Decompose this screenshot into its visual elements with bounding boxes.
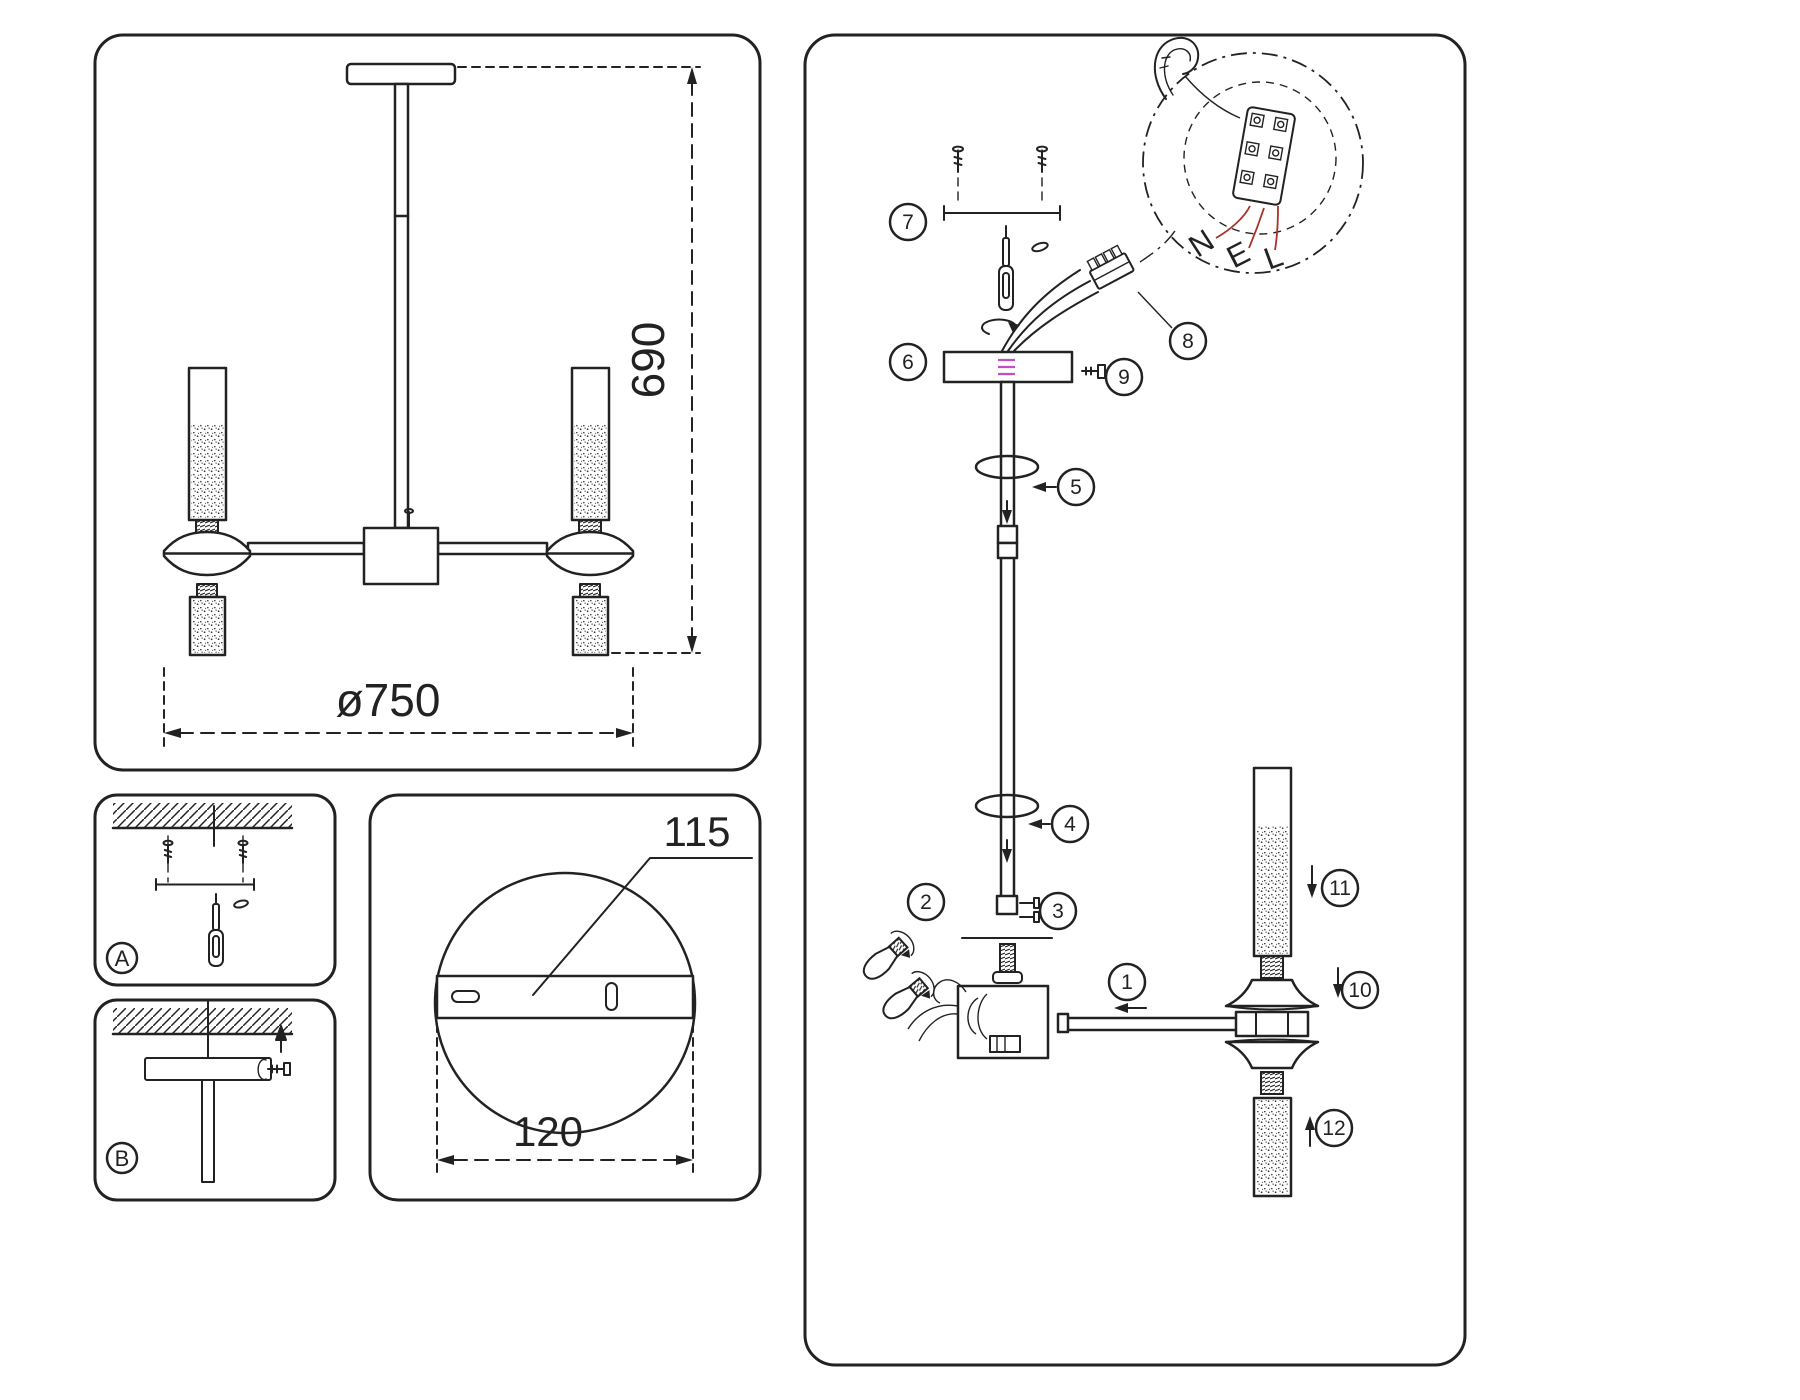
mounting-strap [155,878,255,891]
hole-spacing-label: 115 [664,808,731,855]
plate-width-label: 120 [513,1108,583,1155]
center-body [956,984,1050,1060]
step-9-label: 9 [1118,366,1130,389]
fixture-front-view [162,62,635,657]
arrow-step11 [1307,865,1317,898]
step-badge-11: 11 [1320,868,1360,908]
detail-b-drawing [111,1001,294,1183]
step-1-label: 1 [1121,971,1133,994]
hanging-rod [201,1079,215,1183]
ceiling-hatch [113,1008,292,1034]
screw-icon [237,839,249,864]
terminal-leads [1215,205,1279,251]
terminal-block [1232,106,1296,206]
arrow-step5 [1002,482,1057,524]
detail-a-badge: A [105,941,139,975]
step-badge-12: 12 [1314,1108,1354,1148]
screw-icon [162,839,174,864]
step-3-label: 3 [1052,900,1064,923]
step-badge-10: 10 [1340,970,1380,1010]
connector-icon [1086,244,1135,290]
center-body [362,526,440,586]
arm-hub [1234,1010,1310,1038]
hook-icon [1153,36,1200,100]
step-badge-3: 3 [1038,891,1078,931]
main-view-panel: 690 ø750 [93,33,762,772]
step-7-label: 7 [902,211,914,234]
arrow-step4 [1002,819,1051,863]
lower-shade [1224,1040,1320,1070]
stem-rod [393,82,410,530]
step-8-label: 8 [1182,330,1194,353]
decorative-ring-upper [974,454,1040,480]
hanger-rod [995,380,1019,916]
detail-a-label: A [115,946,130,971]
hole-spacing-dimension: 115 [532,808,753,996]
height-dimension: 690 [457,66,701,654]
ceiling-plate [345,62,457,86]
bracket-mounting-step [943,145,1061,221]
arrow-step12 [1305,1116,1315,1147]
diameter-dimension: ø750 [163,667,634,753]
detail-b-badge: B [105,1141,139,1175]
bulb-icon [862,930,915,980]
lamp-arm [1056,1003,1240,1034]
wire-hint-marks [998,358,1015,376]
step-2-label: 2 [920,891,932,914]
height-dim-label: 690 [622,322,674,399]
step-badge-6: 6 [888,342,928,382]
step-badge-9: 9 [1104,357,1144,397]
step-4-label: 4 [1064,813,1076,836]
detail-b-panel: B [93,998,337,1202]
step-badge-2: 2 [906,882,946,922]
detail-a-drawing [111,803,294,967]
screw-icon [952,145,964,173]
assembly-panel: N E L [803,33,1467,1367]
step-11-label: 11 [1329,877,1351,900]
screwdriver-icon [998,225,1014,311]
arrow-step10 [1333,967,1343,998]
left-arm [246,541,366,556]
step-5-label: 5 [1070,476,1082,499]
right-arm [436,541,549,556]
nut-icon [1031,241,1049,253]
rotate-arrow [981,318,1020,335]
screw-icon [1036,145,1048,173]
supply-wires [1001,269,1099,352]
bracket-slot-horizontal [451,990,480,1003]
center-body-exploded [907,937,1053,1060]
step-badge-1: 1 [1107,962,1147,1002]
anchor-icon [233,899,249,909]
diameter-dim-label: ø750 [336,674,441,726]
ceiling-hatch [113,803,292,828]
step-badge-4: 4 [1050,804,1090,844]
step-10-label: 10 [1348,979,1371,1002]
step-badge-7: 7 [888,202,928,242]
detail-b-label: B [115,1146,130,1171]
grub-screws [1019,897,1040,923]
step-badge-5: 5 [1056,467,1096,507]
step-badge-8: 8 [1168,321,1208,361]
mounting-strap [943,205,1061,221]
decorative-ring-lower [974,793,1040,819]
bracket-slot-vertical [605,982,618,1011]
lamp-exploded-view [1224,766,1320,1198]
step-6-label: 6 [902,351,914,374]
screw-icon [267,1062,291,1076]
detail-a-panel: A [93,793,337,987]
screwdriver-icon [208,893,224,967]
mounting-plate [144,1057,272,1081]
screw-icon [1081,364,1106,379]
canopy-plate-panel: 115 120 [368,793,762,1202]
plate-width-dimension: 120 [436,1023,694,1173]
step-12-label: 12 [1322,1117,1345,1140]
lamp-front-view [162,366,252,657]
